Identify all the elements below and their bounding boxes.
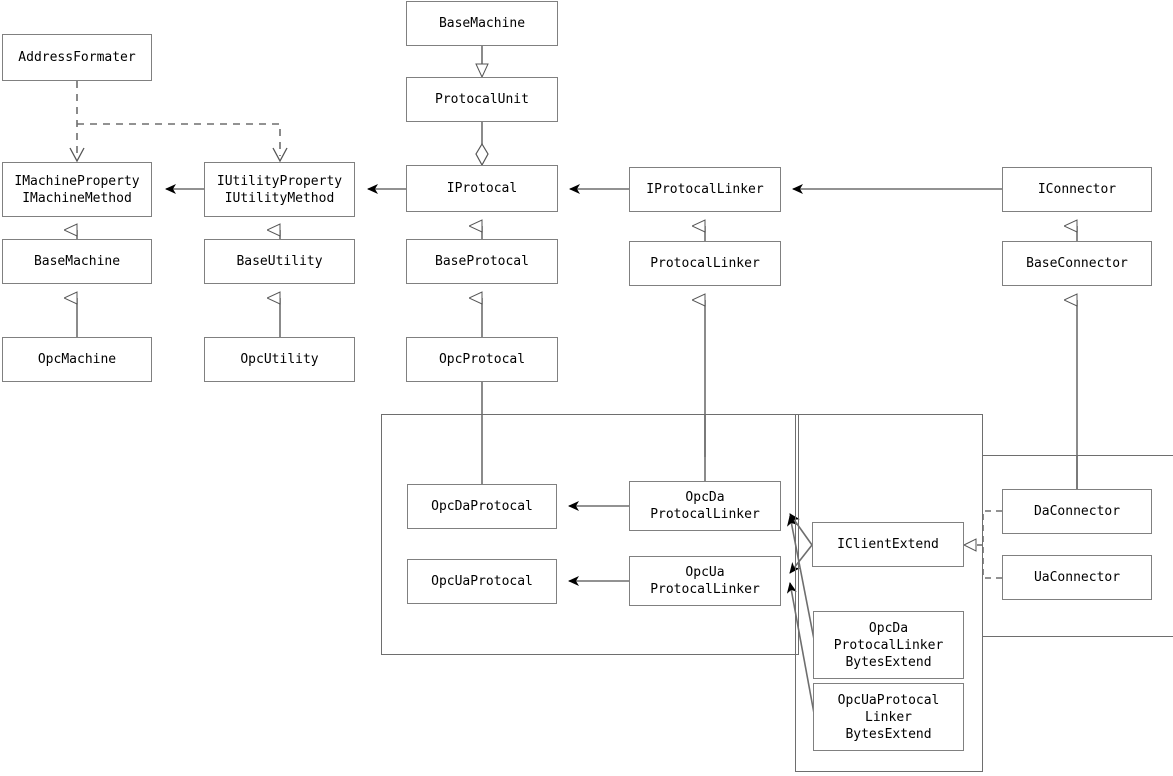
class-box-opcprotocal[interactable]: OpcProtocal — [406, 337, 558, 382]
edge-addressformater-iutilityproperty — [77, 123, 281, 156]
class-box-opcdaprotocal[interactable]: OpcDaProtocal — [407, 484, 557, 529]
class-box-iprotocallinker[interactable]: IProtocalLinker — [629, 167, 781, 212]
class-box-baseutility[interactable]: BaseUtility — [204, 239, 355, 284]
class-box-opcutility[interactable]: OpcUtility — [204, 337, 355, 382]
class-box-iprotocal[interactable]: IProtocal — [406, 165, 558, 212]
class-box-baseprotocal[interactable]: BaseProtocal — [406, 239, 558, 284]
class-box-basemachine-top[interactable]: BaseMachine — [406, 1, 558, 46]
class-box-opcuaprotocallinkerbytesextend[interactable]: OpcUaProtocal Linker BytesExtend — [813, 683, 964, 751]
class-box-uaconnector[interactable]: UaConnector — [1002, 555, 1152, 600]
group-protocal-linkers — [381, 414, 799, 655]
class-box-protocallinker[interactable]: ProtocalLinker — [629, 241, 781, 286]
class-box-opcdaprotocallinkerbytesextend[interactable]: OpcDa ProtocalLinker BytesExtend — [813, 611, 964, 679]
class-box-opcdaprotocallinker[interactable]: OpcDa ProtocalLinker — [629, 481, 781, 531]
class-box-imachineproperty[interactable]: IMachineProperty IMachineMethod — [2, 162, 152, 217]
class-box-addressformater[interactable]: AddressFormater — [2, 34, 152, 81]
class-box-iconnector[interactable]: IConnector — [1002, 167, 1152, 212]
class-box-iutilityproperty[interactable]: IUtilityProperty IUtilityMethod — [204, 162, 355, 217]
class-box-opcuaprotocal[interactable]: OpcUaProtocal — [407, 559, 557, 604]
group-connectors — [982, 455, 1173, 637]
class-box-basemachine[interactable]: BaseMachine — [2, 239, 152, 284]
class-box-iclientextend[interactable]: IClientExtend — [812, 522, 964, 567]
class-box-opcuaprotocallinker[interactable]: OpcUa ProtocalLinker — [629, 556, 781, 606]
class-box-protocalunit[interactable]: ProtocalUnit — [406, 77, 558, 122]
class-box-baseconnector[interactable]: BaseConnector — [1002, 241, 1152, 286]
class-box-opcmachine[interactable]: OpcMachine — [2, 337, 152, 382]
class-box-daconnector[interactable]: DaConnector — [1002, 489, 1152, 534]
